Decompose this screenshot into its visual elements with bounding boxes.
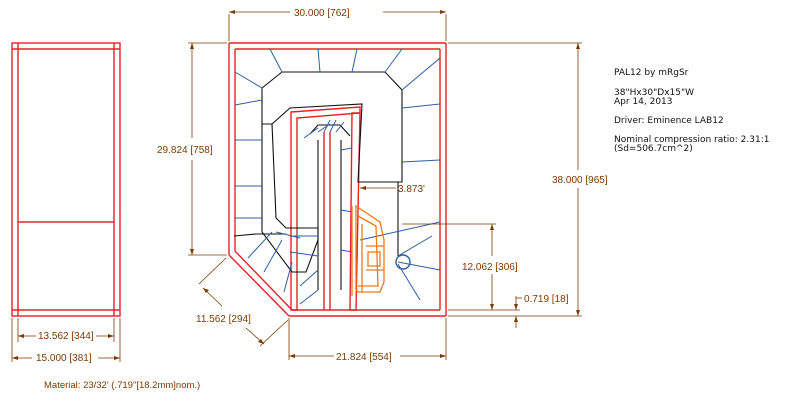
overall-height-label: 38.000 [965]: [552, 175, 608, 186]
dimensions-summary: 38"Hx30"Dx15"W: [614, 88, 694, 98]
port-circle: [395, 254, 411, 270]
material-note: Material: 23/32' (.719"[18.2mm]nom.): [44, 380, 200, 391]
project-title: PAL12 by mRgSr: [614, 68, 689, 78]
driver-assembly: [351, 204, 385, 296]
front-view: [11, 42, 121, 317]
inner-width-label: 13.562 [344]: [38, 331, 94, 342]
top-depth-label: 30.000 [762]: [294, 8, 350, 19]
side-view-dimensions: 30.000 [762] 29.824 [758] 38.000 [965] 3…: [157, 8, 608, 363]
left-height-label: 29.824 [758]: [157, 145, 213, 156]
drawing-date: Apr 14, 2013: [614, 97, 673, 107]
front-width-dimensions: 13.562 [344] 15.000 [381]: [11, 318, 121, 364]
construction-lines: [234, 48, 441, 305]
compression-ratio: Nominal compression ratio: 2.31:1: [614, 135, 769, 145]
side-section-view: [228, 42, 447, 317]
cone-area: (Sd=506.7cm^2): [614, 144, 693, 154]
title-block: PAL12 by mRgSr 38"Hx30"Dx15"W Apr 14, 20…: [614, 68, 769, 154]
outer-width-label: 15.000 [381]: [36, 353, 92, 364]
driver-height-label: 12.062 [306]: [462, 262, 518, 273]
driver-model: Driver: Eminence LAB12: [614, 116, 724, 126]
bottom-depth-label: 21.824 [554]: [336, 352, 392, 363]
throat-offset-label: 3.873': [398, 184, 425, 195]
chamfer-label: 11.562 [294]: [196, 314, 251, 325]
front-panel-outer: [11, 42, 121, 317]
foot-height-label: 0.719 [18]: [524, 294, 569, 305]
